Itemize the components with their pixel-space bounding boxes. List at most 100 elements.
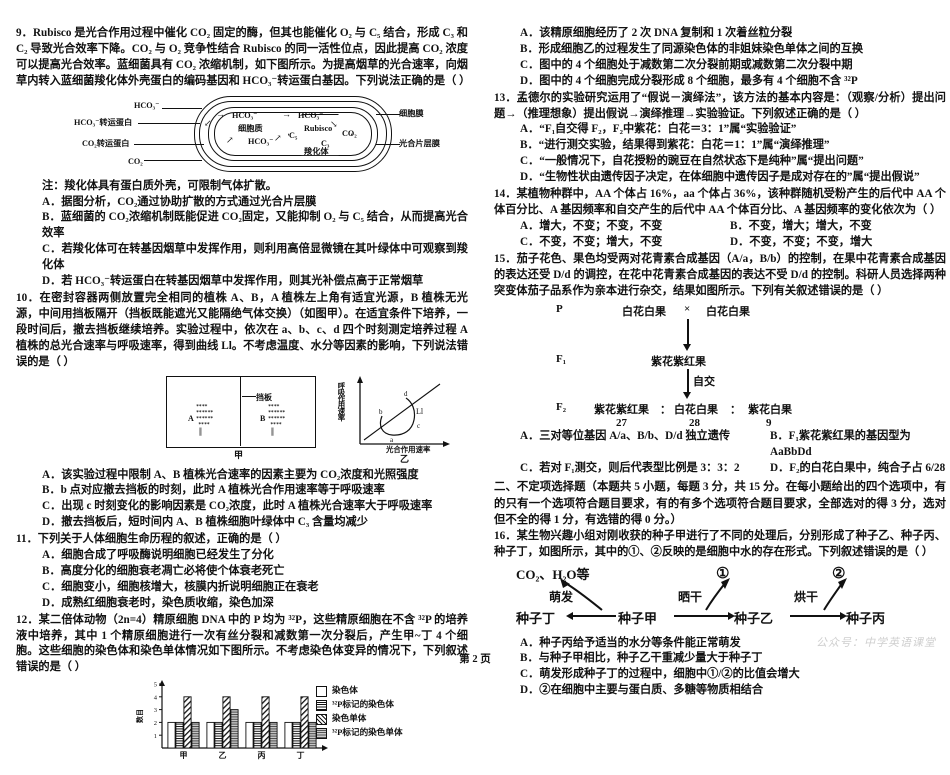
question-9-option-d: D．若 HCO₃⁻转运蛋白在转基因烟草中发挥作用，则其光补偿点高于正常烟草 bbox=[42, 275, 424, 288]
legend-item-1: ³²P标记的染色体 bbox=[316, 698, 403, 712]
question-12-option-b: B．形成细胞乙的过程发生了同源染色体的非姐妹染色单体之间的互换 bbox=[520, 42, 864, 55]
question-11-option-c: C．细胞变小，细胞核增大，核膜内折说明细胞正在衰老 bbox=[42, 580, 319, 593]
question-12-stem: 12．某二倍体动物（2n=4）精原细胞 DNA 中的 P 均为 ³²P，这些精原… bbox=[16, 613, 468, 674]
question-14: 14．某植物种群中，AA 个体占 16%，aa 个体占 36%，该种群随机受粉产… bbox=[494, 187, 946, 251]
question-10-option-b: B．b 点对应撤去挡板的时刻，此时 A 植株光合作用速率等于呼吸速率 bbox=[42, 484, 385, 497]
cross-p-parent-left: 白花白果 bbox=[622, 306, 666, 319]
cross-f2-ratio-1: 27 bbox=[616, 417, 627, 430]
arrow-hco3-inward: → bbox=[216, 108, 225, 119]
label-plant-a: A bbox=[188, 413, 194, 423]
label-co2-outside: CO₂ bbox=[128, 156, 143, 166]
svg-text:5: 5 bbox=[154, 682, 157, 689]
question-14-stem: 14．某植物种群中，AA 个体占 16%，aa 个体占 36%，该种群随机受粉产… bbox=[494, 188, 946, 216]
question-14-option-a: A．增大，不变；不变，不变 bbox=[520, 219, 663, 232]
label-c5: C₅ bbox=[289, 130, 298, 140]
cross-f1-phenotype: 紫花紫红果 bbox=[651, 356, 706, 369]
legend-item-0: 染色体 bbox=[316, 684, 403, 698]
question-15-option-c: C．若对 F₁测交，则后代表型比例是 3：3：2 bbox=[520, 462, 740, 475]
question-15-options-row-1: A．三对等位基因 A/a、B/b、D/d 独立遗传 B．F₁紫花紫红果的基因型为… bbox=[494, 429, 946, 461]
label-cell-membrane: 细胞膜 bbox=[399, 108, 424, 118]
legend-swatch-labeled-chromosome bbox=[316, 699, 327, 711]
leader-line-board bbox=[242, 395, 256, 397]
arrow-transport-in: ↙ bbox=[204, 117, 212, 128]
question-9: 9．Rubisco 是光合作用过程中催化 CO₂ 固定的酶，但其也能催化 O₂ … bbox=[16, 26, 470, 290]
leader-line-thylakoid bbox=[376, 143, 400, 145]
legend-item-2: 染色单体 bbox=[316, 712, 403, 726]
svg-text:2: 2 bbox=[154, 720, 157, 727]
question-15-option-b: B．F₁紫花紫红果的基因型为 AaBbDd bbox=[770, 430, 911, 459]
label-c3: C₃ bbox=[321, 138, 330, 148]
leader-line-hco3-out bbox=[162, 107, 202, 109]
question-12-option-c: C．图中的 4 个细胞处于减数第二次分裂前期或减数第二次分裂中期 bbox=[520, 58, 853, 71]
caption-figure-yi: 乙 bbox=[400, 453, 410, 464]
question-16-option-d: D．②在细胞中主要与蛋白质、多糖等物质相结合 bbox=[520, 684, 764, 697]
seed-label-bing: 种子丙 bbox=[846, 610, 886, 626]
question-9-option-c: C．若羧化体可在转基因烟草中发挥作用，则利用高倍显微镜在其叶绿体中可观察到羧化体 bbox=[42, 243, 468, 272]
question-11: 11．下列关于人体细胞生命历程的叙述，正确的是（ ） A．细胞合成了呼吸酶说明细… bbox=[16, 532, 468, 612]
thylakoid-outer-loop bbox=[208, 106, 378, 161]
label-rubisco: Rubisco bbox=[304, 123, 333, 133]
question-10-figure: 挡板 A ᕯᕯ ᕯᕯᕯ ᕯᕯᕯ ᕯᕯ ║ B ᕯᕯ ᕯᕯᕯ ᕯᕯᕯ ᕯᕯ ║ 甲 bbox=[16, 374, 468, 466]
svg-text:甲: 甲 bbox=[180, 751, 188, 760]
svg-text:c: c bbox=[417, 422, 420, 430]
label-thylakoid-membrane: 光合片层膜 bbox=[399, 138, 440, 148]
legend-swatch-chromosome bbox=[316, 685, 327, 697]
question-14-options-row-2: C．不变，不变；增大，不变 D．不变，不变；不变，增大 bbox=[494, 235, 946, 251]
cross-f2-sep-2: ： bbox=[730, 404, 741, 417]
cross-symbol: × bbox=[684, 303, 691, 316]
question-14-options-row-1: A．增大，不变；不变，不变 B．不变，增大；增大，不变 bbox=[494, 219, 946, 235]
question-9-note: 注：羧化体具有蛋白质外壳，可限制气体扩散。 bbox=[42, 179, 277, 192]
question-14-option-b: B．不变，增大；增大，不变 bbox=[730, 219, 872, 232]
question-9-figure: HCO₃⁻ HCO₃⁻转运蛋白 CO₂转运蛋白 CO₂ 细胞膜 光合片层膜 HC… bbox=[16, 92, 468, 178]
cross-arrow-f1-to-f2 bbox=[687, 369, 689, 394]
question-15-stem: 15．茄子花色、果色均受两对花青素合成基因（A/a，B/b）的控制，在果中花青素… bbox=[494, 252, 946, 297]
thylakoid-inner-loop bbox=[214, 111, 372, 156]
seed-arrow-jia-to-ding-line bbox=[572, 614, 616, 617]
label-board: 挡板 bbox=[256, 392, 272, 402]
question-10: 10．在密封容器两侧放置完全相同的植株 A、B，A 植株左上角有适宜光源，B 植… bbox=[16, 291, 468, 531]
exam-page: 9．Rubisco 是光合作用过程中催化 CO₂ 固定的酶，但其也能催化 O₂ … bbox=[16, 26, 946, 760]
leader-line-co2-out bbox=[144, 159, 202, 161]
legend-item-3: ³²P标记的染色单体 bbox=[316, 726, 403, 740]
question-9-option-a: A．据图分析，CO₂通过协助扩散的方式通过光合片层膜 bbox=[42, 195, 317, 208]
label-co2-inside: CO₂ bbox=[342, 128, 357, 138]
svg-text:4: 4 bbox=[154, 695, 158, 702]
svg-text:a: a bbox=[390, 436, 394, 444]
svg-text:d: d bbox=[404, 390, 408, 398]
cross-selfing-label: 自交 bbox=[693, 376, 715, 389]
question-14-option-c: C．不变，不变；增大，不变 bbox=[520, 235, 663, 248]
question-14-option-d: D．不变，不变；不变，增大 bbox=[730, 235, 873, 248]
question-13-option-b: B．“进行测交实验，结果得到紫花：白花＝1：1”属“演绎推理” bbox=[520, 139, 830, 152]
seed-label-yi: 种子乙 bbox=[734, 610, 774, 626]
question-13-option-d: D．“生物性状由遗传因子决定，在体细胞中遗传因子是成对存在的”属“提出假说” bbox=[520, 171, 920, 184]
question-13-option-a: A．“F₁自交得 F₂，F₂中紫花：白花＝3：1”属“实验验证” bbox=[520, 123, 797, 136]
question-11-stem: 11．下列关于人体细胞生命历程的叙述，正确的是（ ） bbox=[16, 533, 287, 546]
cross-f2-pheno-3: 紫花白果 bbox=[748, 404, 792, 417]
left-column: 9．Rubisco 是光合作用过程中催化 CO₂ 固定的酶，但其也能催化 O₂ … bbox=[16, 26, 470, 760]
legend-label-2: 染色单体 bbox=[332, 713, 367, 724]
label-hco3-carboxysome: HCO₃⁻ bbox=[298, 110, 324, 120]
svg-text:乙: 乙 bbox=[219, 751, 227, 760]
cross-arrowhead-f1 bbox=[683, 344, 691, 352]
label-carboxysome: 羧化体 bbox=[304, 146, 329, 156]
seed-curved-arrows-svg bbox=[560, 577, 847, 611]
cross-f2-label: F₂ bbox=[556, 401, 567, 414]
question-10-option-d: D．撤去挡板后，短时间内 A、B 植株细胞叶绿体中 C₃ 含量均减少 bbox=[42, 516, 368, 529]
question-11-option-d: D．成熟红细胞衰老时，染色质收缩，染色加深 bbox=[42, 596, 274, 609]
page-footer: 第 2 页 bbox=[459, 654, 491, 665]
arrow-hco3-up: ↗ bbox=[274, 132, 282, 143]
question-10-stem: 10．在密封容器两侧放置完全相同的植株 A、B，A 植株左上角有适宜光源，B 植… bbox=[16, 291, 468, 368]
svg-text:Ll: Ll bbox=[416, 407, 424, 416]
legend-swatch-chromatid bbox=[316, 713, 327, 725]
question-15-cross-diagram: P 白花白果 × 白花白果 F₁ 紫花紫红果 自交 F₂ 紫花紫红果 ： 白花白… bbox=[494, 301, 946, 429]
question-13: 13．孟德尔的实验研究运用了“假说－演绎法”，该方法的基本内容是：（观察/分析）… bbox=[494, 91, 946, 186]
question-16-option-c: C．萌发形成种子丁的过程中，细胞中①/②的比值会增大 bbox=[520, 668, 800, 681]
seed-label-ding: 种子丁 bbox=[516, 610, 556, 626]
cross-f2-sep-1: ： bbox=[660, 404, 671, 417]
cell-membrane-inner-line bbox=[199, 100, 387, 167]
question-11-option-b: B．高度分化的细胞衰老凋亡必将使个体衰老死亡 bbox=[42, 564, 285, 577]
question-15-option-a: A．三对等位基因 A/a、B/b、D/d 独立遗传 bbox=[520, 430, 731, 443]
question-13-stem: 13．孟德尔的实验研究运用了“假说－演绎法”，该方法的基本内容是：（观察/分析）… bbox=[494, 91, 946, 120]
question-16-option-b: B．与种子甲相比，种子乙干重减少量大于种子丁 bbox=[520, 652, 763, 665]
